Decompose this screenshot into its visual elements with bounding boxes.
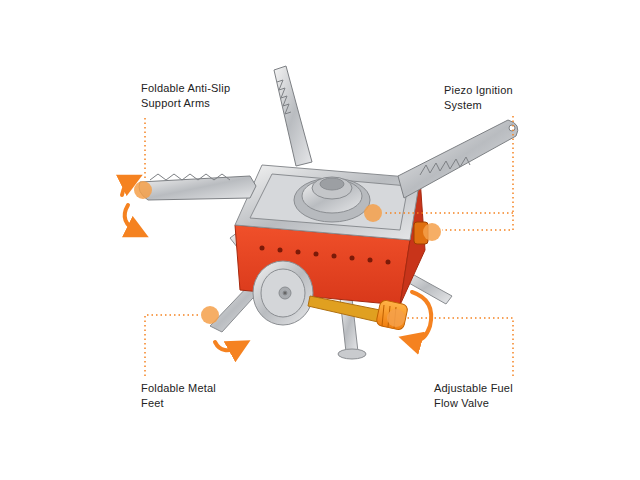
- gas-connector: [253, 261, 313, 325]
- callout-label: Adjustable Fuel Flow Valve: [434, 381, 530, 411]
- callout-label: Piezo Ignition System: [444, 83, 534, 113]
- fuel-valve: [308, 296, 408, 331]
- callout-label: Foldable Anti-Slip Support Arms: [141, 81, 253, 111]
- leader-lines: [145, 116, 513, 376]
- stove-top: [235, 165, 420, 240]
- rotation-arrows: [122, 180, 431, 350]
- highlight-dots: [134, 181, 441, 327]
- callout-label: Foldable Metal Feet: [141, 381, 231, 411]
